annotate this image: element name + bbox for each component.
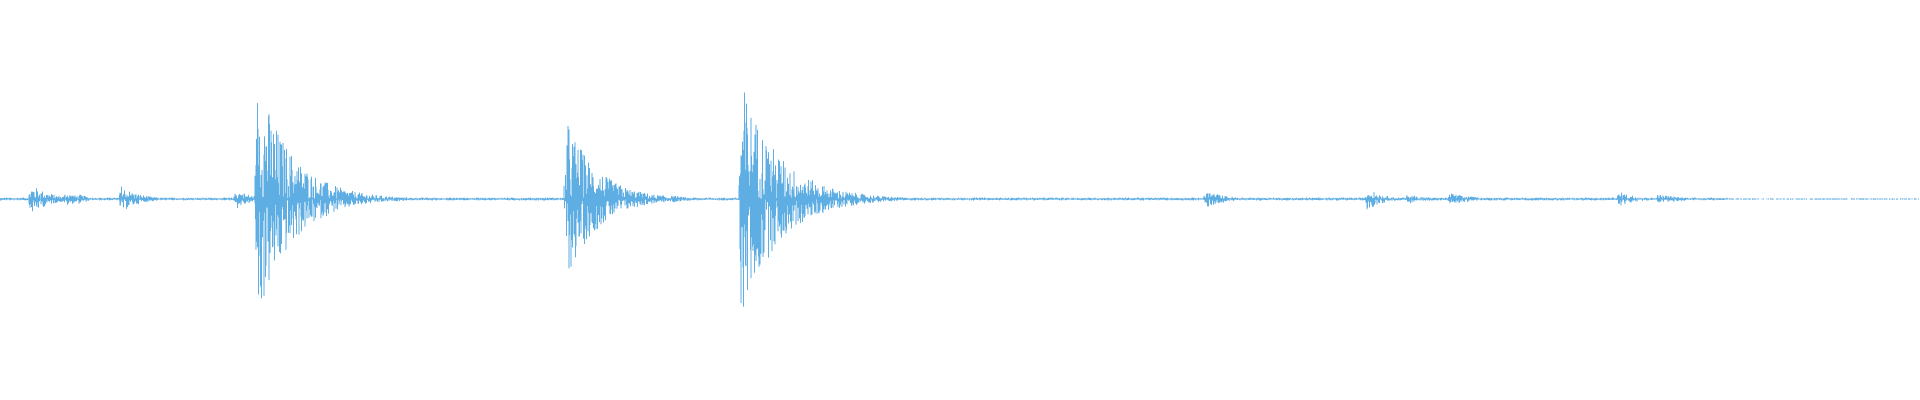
- waveform-signal: [0, 92, 1919, 307]
